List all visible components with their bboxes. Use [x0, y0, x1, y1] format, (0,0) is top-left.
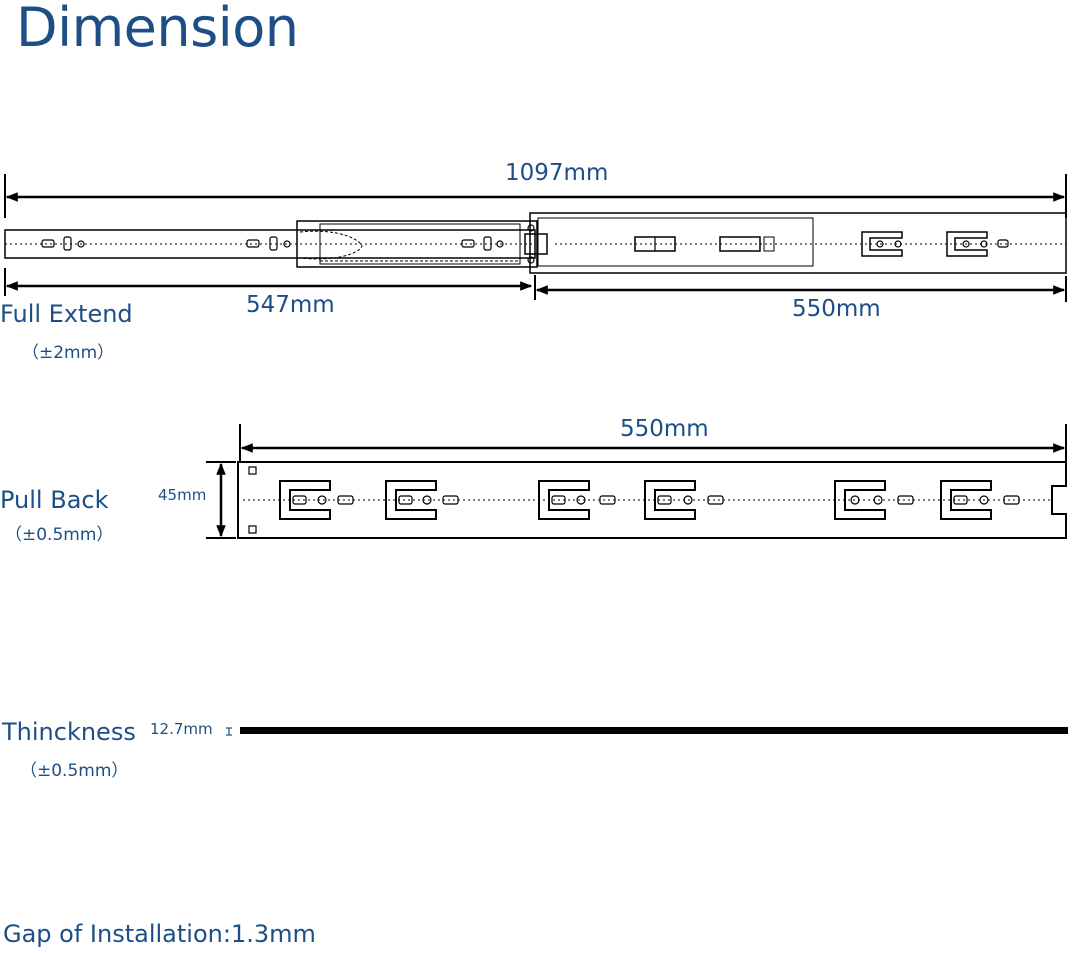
- thickness-label: Thinckness: [2, 718, 136, 746]
- overall-length-label: 1097mm: [505, 160, 609, 186]
- page-title: Dimension: [16, 0, 299, 59]
- pull-back-height-label: 45mm: [158, 486, 207, 504]
- pull-back-length-line: [239, 424, 1067, 462]
- thickness-value: 12.7mm: [150, 720, 213, 738]
- overall-dimension-line: [4, 174, 1067, 218]
- installation-gap-label: Gap of Installation:1.3mm: [3, 920, 316, 948]
- thickness-bar: [226, 727, 1068, 736]
- pull-back-length-label: 550mm: [620, 416, 709, 442]
- full-extend-tolerance: （±2mm）: [22, 343, 115, 363]
- pull-back-label: Pull Back: [0, 486, 109, 514]
- left-segment-label: 547mm: [246, 292, 335, 318]
- pull-back-tolerance: （±0.5mm）: [5, 525, 114, 545]
- thickness-tolerance: （±0.5mm）: [20, 761, 129, 781]
- full-extend-rail: [4, 212, 1067, 274]
- pull-back-height-line: [206, 461, 236, 539]
- pull-back-rail: [237, 461, 1067, 539]
- segment-dimension-lines: [4, 268, 1067, 302]
- right-segment-label: 550mm: [792, 296, 881, 322]
- full-extend-label: Full Extend: [0, 300, 133, 328]
